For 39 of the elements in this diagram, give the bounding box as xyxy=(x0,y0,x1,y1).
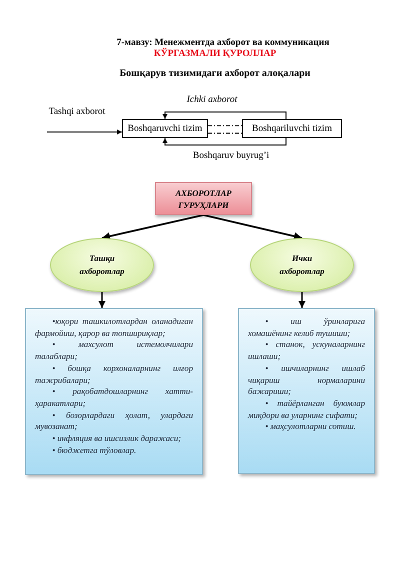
section-heading: КЎРГАЗМАЛИ ҚУРОЛЛАР xyxy=(152,49,278,59)
arrow xyxy=(46,130,122,134)
list-item: • станок, ускуналарнинг ишлаши; xyxy=(248,339,365,363)
list-item: • иш ўринларига хомашёнинг келиб тушиши; xyxy=(248,316,365,340)
list-box xyxy=(25,308,203,475)
list-item: • маҳсулотларни сотиш. xyxy=(264,421,357,434)
list-item: • бозорлардаги ҳолат, улардаги мувозанат; xyxy=(35,410,193,434)
process-box xyxy=(242,119,342,138)
title: 7-мавзу: Менежментда ахборот ва коммуникация xyxy=(116,38,330,48)
connector-line xyxy=(208,132,242,134)
list-item: • тайёрланган буюмлар миқдори ва уларнинг сифати; xyxy=(248,398,365,422)
connector-line xyxy=(208,125,242,126)
box-label: Boshqariluvchi tizim xyxy=(252,124,332,134)
ellipse-node xyxy=(250,238,354,292)
arrow xyxy=(102,214,204,240)
process-box xyxy=(122,119,208,138)
subtitle: Бошқарув тизимидаги ахборот алоқалари xyxy=(118,68,312,79)
edge-label: Tashqi axborot xyxy=(48,107,106,117)
box-label: Boshqaruvchi tizim xyxy=(128,124,202,134)
list-box xyxy=(238,308,375,474)
list-item: • махсулот истемолчилари талаблари; xyxy=(35,339,193,363)
arrow xyxy=(162,112,286,120)
ellipse-label: Ички ахборотлар xyxy=(278,252,326,278)
list-item: • рақобатдошларнинг хатти-ҳаракатлари; xyxy=(35,386,193,410)
header-box xyxy=(155,182,252,215)
ellipse-label: Ташқи ахборотлар xyxy=(78,252,126,278)
ellipse-node xyxy=(50,238,154,292)
arrow xyxy=(203,214,302,240)
list-item: •юқори ташкилотлардан оланадиган фармойиш, қарор ва топшириқлар; xyxy=(35,316,193,340)
list-item: • бюджетга тўловлар. xyxy=(51,444,138,456)
header-label: АХБОРОТЛАР ГУРУҲЛАРИ xyxy=(174,186,232,210)
arrow xyxy=(298,292,306,308)
list-item: • ишчиларнинг ишлаб чиқариш нормаларини бажариши; xyxy=(248,362,365,398)
edge-label: Boshqaruv buyrug’i xyxy=(192,151,270,161)
arrow xyxy=(162,138,286,146)
edge-label: Ichki axborot xyxy=(186,95,238,105)
list-item: • бошқа корхоналарнинг илғор тажрибалари; xyxy=(35,362,193,386)
list-item: • инфляция ва ишсизлик даражаси; xyxy=(51,433,182,445)
arrow xyxy=(98,292,106,308)
